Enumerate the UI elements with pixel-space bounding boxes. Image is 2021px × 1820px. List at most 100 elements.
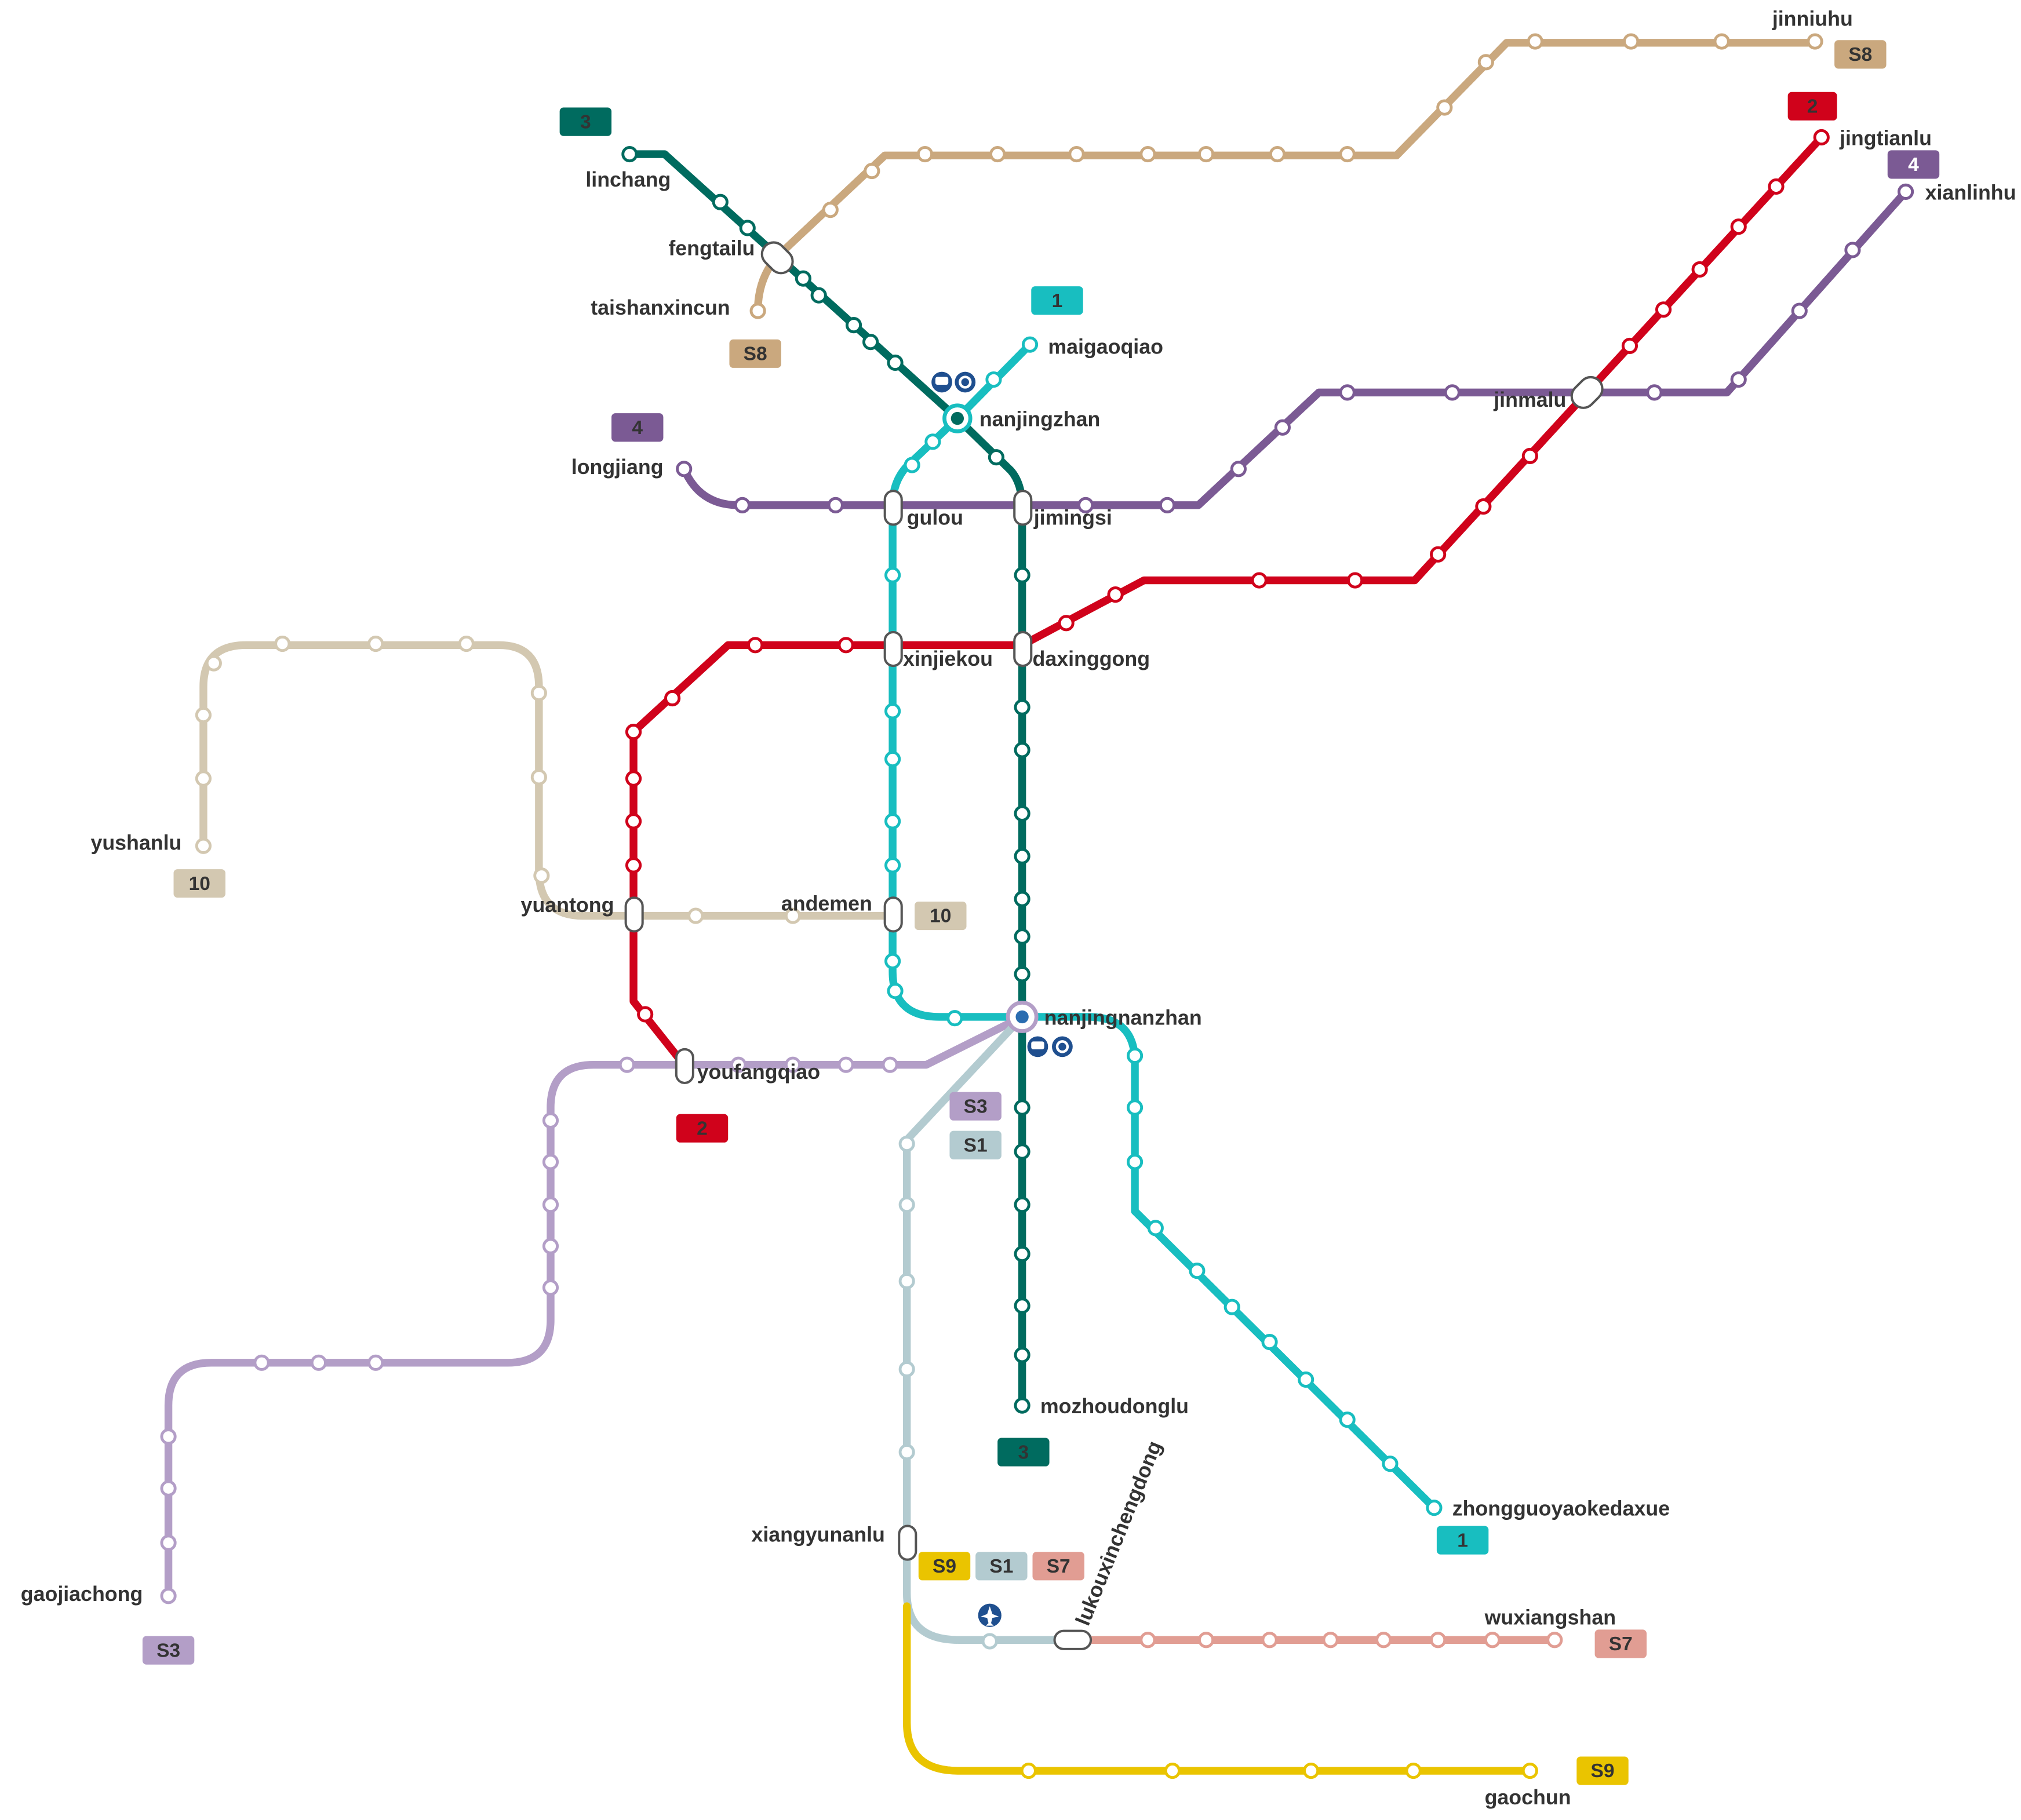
station-dot-s7-5[interactable] (1430, 1632, 1447, 1648)
badge-l2-bottom[interactable]: 2 (676, 1114, 729, 1143)
station-dot-l10-3[interactable] (205, 655, 222, 672)
badge-s7-bottom[interactable]: S7 (1032, 1552, 1084, 1581)
station-dot-l10-9[interactable] (533, 867, 550, 884)
station-dot-l1-19[interactable] (1298, 1371, 1314, 1388)
station-dot-l3-19[interactable] (1014, 1197, 1030, 1213)
station-dot-l3-13[interactable] (1014, 848, 1030, 865)
station-label-wuxiangshan[interactable]: wuxiangshan (1484, 1606, 1616, 1629)
station-label-jinniuhu[interactable]: jinniuhu (1772, 8, 1853, 31)
station-dot-l10-2[interactable] (195, 706, 212, 724)
badge-l1-top[interactable]: 1 (1031, 286, 1083, 315)
station-dot-s3-2[interactable] (160, 1480, 177, 1497)
station-dot-s9-1[interactable] (1164, 1762, 1181, 1779)
station-label-jinmalu[interactable]: jinmalu (1493, 388, 1566, 411)
station-dot-l2-12[interactable] (1058, 615, 1075, 632)
station-dot-l1-14[interactable] (1127, 1154, 1144, 1170)
station-dot-l3-15[interactable] (1014, 928, 1030, 945)
station-label-nanjingzhan[interactable]: nanjingzhan (979, 408, 1101, 431)
station-dot-s9-2[interactable] (1302, 1762, 1320, 1779)
station-dot-l1-9[interactable] (884, 953, 901, 969)
station-dot-l4-6[interactable] (1274, 419, 1291, 436)
station-dot-l4-4[interactable] (1159, 497, 1176, 513)
station-dot-s8-11[interactable] (1477, 54, 1494, 71)
station-dot-l10-7[interactable] (530, 684, 547, 702)
station-dot-l1-18[interactable] (1261, 1333, 1278, 1351)
station-dot-l1-16[interactable] (1189, 1263, 1206, 1279)
station-dot-l2-3[interactable] (1691, 261, 1708, 278)
station-label-gaojiachong[interactable]: gaojiachong (21, 1582, 143, 1606)
station-dot-l3-23[interactable] (1014, 1397, 1030, 1414)
station-dot-s1-4[interactable] (898, 1444, 915, 1461)
station-label-yuantong[interactable]: yuantong (521, 893, 614, 917)
station-dot-s8-15[interactable] (1807, 33, 1823, 50)
station-dot-s3-6[interactable] (367, 1354, 384, 1371)
line-s9-path[interactable] (902, 1602, 1534, 1775)
interchange-gulou[interactable] (883, 490, 903, 526)
station-dot-l2-15[interactable] (664, 690, 681, 707)
station-dot-s8-10[interactable] (1436, 99, 1453, 116)
station-dot-l4-5[interactable] (1230, 461, 1247, 477)
badge-l10-mid[interactable]: 10 (915, 901, 967, 931)
station-dot-s8-7[interactable] (1197, 145, 1215, 163)
station-label-nanjingnanzhan[interactable]: nanjingnanzhan (1044, 1006, 1202, 1029)
station-dot-l4-8[interactable] (1444, 384, 1461, 401)
station-label-daxinggong[interactable]: daxinggong (1032, 647, 1150, 670)
station-dot-l2-19[interactable] (625, 857, 642, 874)
station-dot-s3-0[interactable] (160, 1588, 177, 1604)
station-dot-s8-3[interactable] (916, 145, 934, 163)
station-dot-l2-4[interactable] (1655, 301, 1672, 318)
station-label-zhongguoyaokedaxue[interactable]: zhongguoyaokedaxue (1452, 1497, 1670, 1520)
station-dot-l1-1[interactable] (985, 371, 1002, 388)
station-dot-s3-1[interactable] (160, 1534, 177, 1551)
station-dot-l10-1[interactable] (195, 770, 212, 787)
station-dot-l10-5[interactable] (367, 636, 384, 652)
station-label-lukouxinchengdong[interactable]: lukouxinchengdong (1071, 1438, 1166, 1629)
station-dot-l3-9[interactable] (1014, 567, 1030, 583)
line-s8-path[interactable] (753, 39, 1819, 315)
station-dot-s8-4[interactable] (989, 145, 1006, 163)
station-dot-s1-0[interactable] (898, 1135, 915, 1152)
interchange-fengtailu[interactable] (757, 238, 798, 278)
station-label-gaochun[interactable]: gaochun (1485, 1786, 1571, 1809)
station-dot-l1-5[interactable] (884, 703, 901, 720)
station-dot-l3-12[interactable] (1014, 805, 1030, 822)
line-s3-path[interactable] (164, 1013, 1026, 1600)
badge-s3-mid[interactable]: S3 (949, 1092, 1002, 1121)
badge-l4-right[interactable]: 4 (1887, 150, 1940, 179)
station-dot-s7-3[interactable] (1322, 1632, 1339, 1648)
badge-s3-bottom[interactable]: S3 (142, 1636, 195, 1665)
station-label-xiangyunanlu[interactable]: xiangyunanlu (751, 1523, 884, 1546)
station-dot-l3-4[interactable] (810, 287, 827, 304)
station-dot-l3-0[interactable] (621, 145, 638, 163)
station-dot-l2-5[interactable] (1621, 337, 1638, 354)
badge-l3-bottom[interactable]: 3 (997, 1438, 1050, 1467)
station-dot-l2-18[interactable] (625, 813, 642, 830)
badge-l3-top[interactable]: 3 (559, 107, 612, 136)
line-3-path[interactable] (625, 150, 1026, 1410)
station-dot-s3-7[interactable] (542, 1279, 559, 1296)
station-dot-s3-5[interactable] (310, 1354, 327, 1371)
station-dot-s3-14[interactable] (784, 1056, 802, 1073)
station-dot-l10-11[interactable] (784, 907, 802, 924)
station-dot-s3-4[interactable] (253, 1354, 270, 1371)
interchange-xiangyunanlu[interactable] (898, 1524, 917, 1561)
station-dot-s3-10[interactable] (542, 1154, 559, 1170)
interchange-jimingsi[interactable] (1013, 490, 1033, 526)
station-dot-l1-3[interactable] (904, 457, 920, 473)
interchange-xinjiekou[interactable] (883, 630, 903, 668)
station-dot-s9-0[interactable] (1020, 1762, 1037, 1779)
station-dot-s8-14[interactable] (1713, 33, 1730, 50)
station-label-jingtianlu[interactable]: jingtianlu (1839, 126, 1932, 149)
station-dot-l3-3[interactable] (795, 270, 811, 287)
station-dot-l3-21[interactable] (1014, 1297, 1030, 1314)
station-dot-s3-15[interactable] (837, 1056, 854, 1073)
station-dot-l2-6[interactable] (1521, 447, 1538, 465)
interchange-daxinggong[interactable] (1013, 630, 1033, 668)
badge-s8-top[interactable]: S8 (1834, 40, 1887, 69)
station-dot-s1-2[interactable] (898, 1272, 915, 1290)
station-dot-l2-11[interactable] (1107, 586, 1124, 603)
station-dot-l4-3[interactable] (1077, 497, 1094, 513)
station-dot-l2-2[interactable] (1730, 218, 1747, 235)
station-dot-l1-11[interactable] (946, 1010, 963, 1027)
station-dot-l1-20[interactable] (1339, 1411, 1356, 1428)
